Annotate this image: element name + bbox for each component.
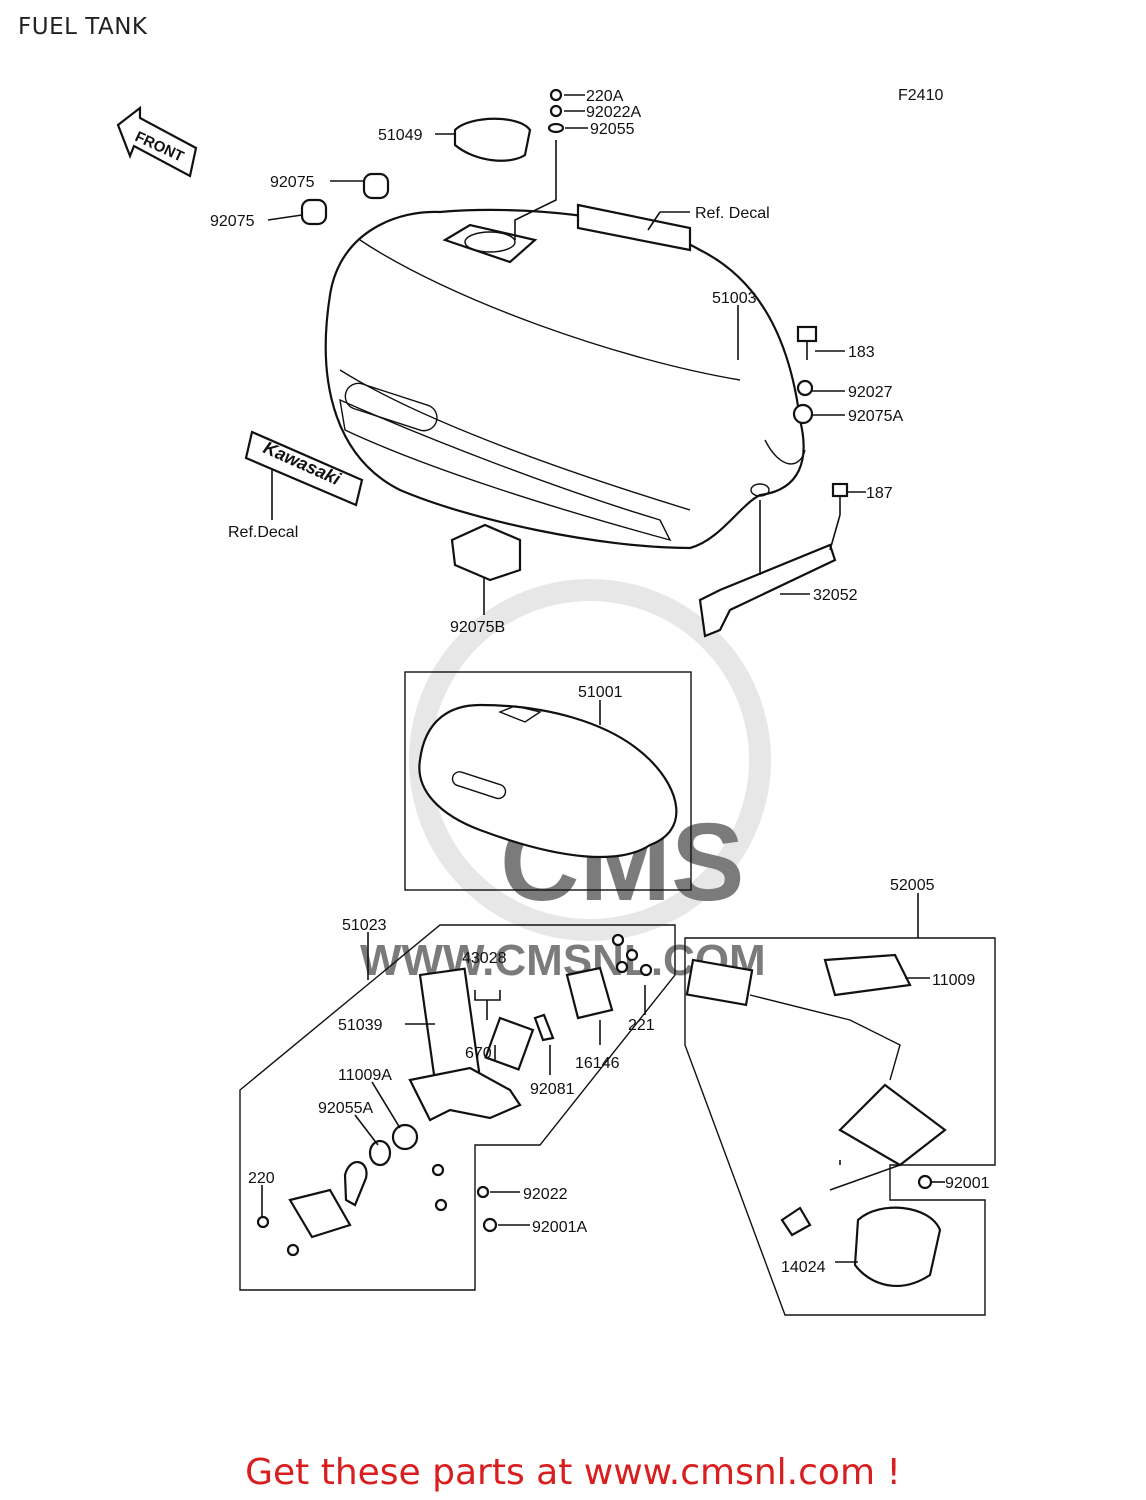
label-14024: 14024 [781,1259,826,1276]
float-arm [838,1083,947,1167]
label-220: 220 [248,1170,275,1187]
screw-221-d [639,963,653,977]
label-32052: 32052 [813,587,858,604]
bolt-183 [796,325,818,360]
filter-51039 [418,967,482,1086]
damper-92075-upper [362,172,390,200]
label-ref-decal-top: Ref. Decal [695,205,770,222]
label-92001: 92001 [945,1175,990,1192]
sender-unit [685,958,754,1007]
screw-221-b [625,948,639,962]
label-220A: 220A [586,88,624,105]
label-92075-lower: 92075 [210,213,255,230]
screw-tap-b [434,1198,448,1212]
label-92075-upper: 92075 [270,174,315,191]
label-92027: 92027 [848,384,893,401]
diagram-title: FUEL TANK [18,14,148,40]
fuel-tank-51001 [418,703,678,859]
label-43028: 43028 [462,950,507,967]
label-51023: 51023 [342,917,387,934]
screw-221-c [615,960,629,974]
screw-left-a [256,1215,270,1229]
screw-92001A [482,1217,498,1233]
frame-51023 [239,924,676,1291]
label-52005: 52005 [890,877,935,894]
figure-code: F2410 [898,87,943,104]
washer-92022A [549,104,563,118]
screw-92001 [917,1174,933,1190]
label-92081: 92081 [530,1081,575,1098]
gasket-11009A [391,1123,419,1151]
label-92001A: 92001A [532,1219,587,1236]
label-92055: 92055 [590,121,635,138]
tap-body [408,1066,522,1122]
decal-ref-top [576,203,692,252]
front-arrow-icon: FRONT [116,105,198,178]
cover-plate [288,1188,352,1239]
frame-51001 [404,671,692,891]
oring-92055A [368,1139,392,1167]
label-92022: 92022 [523,1186,568,1203]
cover-14024 [853,1206,942,1287]
bracket-32052 [698,543,837,638]
lever [343,1161,368,1207]
spring-92081 [533,1013,555,1042]
screw-left-b [286,1243,300,1257]
label-187: 187 [866,485,893,502]
diaphragm-43028 [484,1016,535,1071]
screw-220A [549,88,563,102]
damper-92075-lower [300,198,328,226]
label-ref-decal-left: Ref.Decal [228,524,298,541]
label-51001: 51001 [578,684,623,701]
label-51049: 51049 [378,127,423,144]
promo-link[interactable]: Get these parts at www.cmsnl.com ! [245,1452,901,1493]
part-labels: 220A 92022A 92055 51049 92075 92075 Ref.… [210,88,990,1276]
label-11009: 11009 [932,972,975,989]
label-183: 183 [848,344,875,361]
cap-cover-51049 [453,117,532,162]
label-51039: 51039 [338,1017,383,1034]
gasket-11009 [823,953,912,997]
bolt-187 [831,482,849,515]
label-51003: 51003 [712,290,757,307]
label-92075A: 92075A [848,408,903,425]
mount-92075B [450,523,522,582]
fuel-tank-51003 [324,208,806,550]
label-670: 670 [465,1045,492,1062]
collar-92027 [796,379,814,397]
label-92075B: 92075B [450,619,505,636]
screw-tap-a [431,1163,445,1177]
leader-lines [261,94,945,1263]
oring-92055 [547,122,565,134]
connector [780,1206,812,1237]
label-92022A: 92022A [586,104,641,121]
cover-16146 [565,966,614,1020]
decal-kawasaki [244,430,364,507]
label-16146: 16146 [575,1055,620,1072]
label-221: 221 [628,1017,655,1034]
label-11009A: 11009A [338,1067,392,1084]
frame-52005 [684,937,996,1316]
screw-221-a [611,933,625,947]
damper-92075A [792,403,814,425]
label-92055A: 92055A [318,1100,373,1117]
washer-92022 [476,1185,490,1199]
